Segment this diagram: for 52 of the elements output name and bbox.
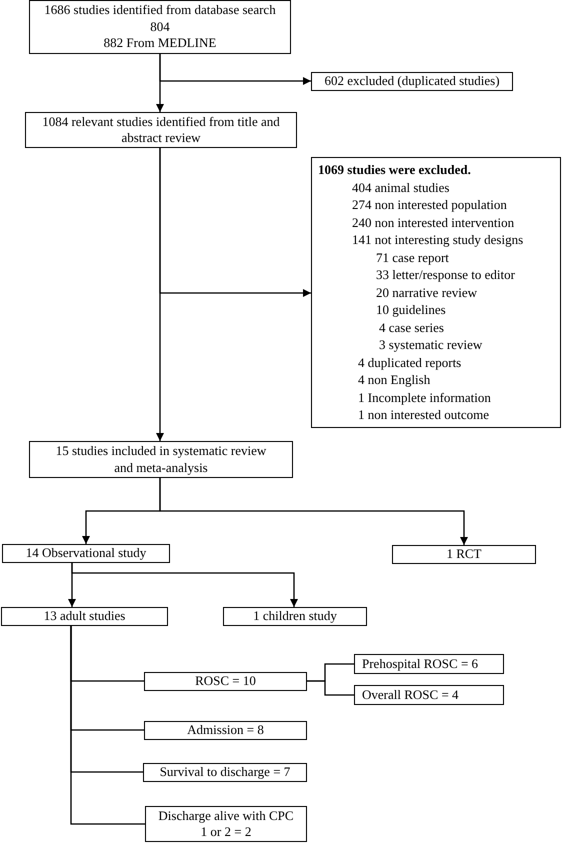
box-text: 13 adult studies [44, 608, 126, 625]
box-text: 14 Observational study [26, 545, 146, 562]
box-text: 1 children study [253, 608, 337, 625]
box-text: 4 case series [379, 318, 444, 336]
process-box [29, 441, 293, 478]
process-box [2, 544, 170, 563]
process-box [354, 654, 504, 674]
box-text: 20 narrative review [376, 284, 478, 301]
process-box [25, 112, 297, 148]
arrow [156, 148, 164, 441]
arrow [156, 54, 164, 112]
box-text: Discharge alive with CPC 1 or 2 = 2 [157, 808, 295, 840]
box-text: Overall ROSC = 4 [362, 686, 459, 704]
box-text: 3 systematic review [379, 336, 482, 354]
process-box [311, 72, 513, 91]
arrow [71, 563, 298, 607]
process-box [29, 0, 291, 54]
process-box [144, 672, 307, 691]
process-box [392, 545, 536, 564]
process-box [145, 806, 307, 842]
box-text: Prehospital ROSC = 6 [362, 656, 478, 672]
box-text: 404 animal studies [352, 178, 450, 196]
process-box [144, 721, 307, 740]
connector-line [307, 680, 354, 696]
box-text: 1 RCT [446, 546, 482, 563]
box-text: 274 non interested population [352, 196, 507, 214]
connector-line [70, 626, 145, 825]
box-text: 602 excluded (duplicated studies) [324, 73, 500, 90]
box-text: Admission = 8 [187, 722, 264, 739]
process-box [354, 685, 504, 705]
process-box [223, 607, 367, 626]
box-text: 882 From MEDLINE [104, 35, 216, 52]
box-text: 15 studies included in systematic review and meta-analysis [54, 443, 268, 476]
box-text: ROSC = 10 [195, 673, 256, 690]
box-heading: 1069 studies were excluded. [318, 161, 471, 178]
box-text: 33 letter/response to editor [376, 266, 515, 284]
box-text: 4 non English [358, 371, 430, 388]
box-text: 71 case report [376, 248, 449, 266]
arrow [159, 478, 468, 545]
box-text: 1686 studies identified from database search [44, 2, 276, 19]
box-text: 1084 relevant studies identified from title and abstract review [41, 114, 281, 146]
process-box [143, 763, 307, 782]
exclusion-box [311, 157, 561, 428]
box-text: Survival to discharge = 7 [160, 764, 290, 781]
box-text: 804 [150, 18, 170, 36]
process-box [1, 607, 168, 626]
box-text: 4 duplicated reports [358, 354, 462, 371]
box-text: 1 Incomplete information [358, 388, 491, 406]
box-text: 240 non interested intervention [352, 214, 514, 231]
box-text: 1 non interested outcome [358, 406, 490, 424]
box-text: 10 guidelines [376, 301, 446, 318]
box-text: 141 not interesting study designs [352, 231, 524, 248]
